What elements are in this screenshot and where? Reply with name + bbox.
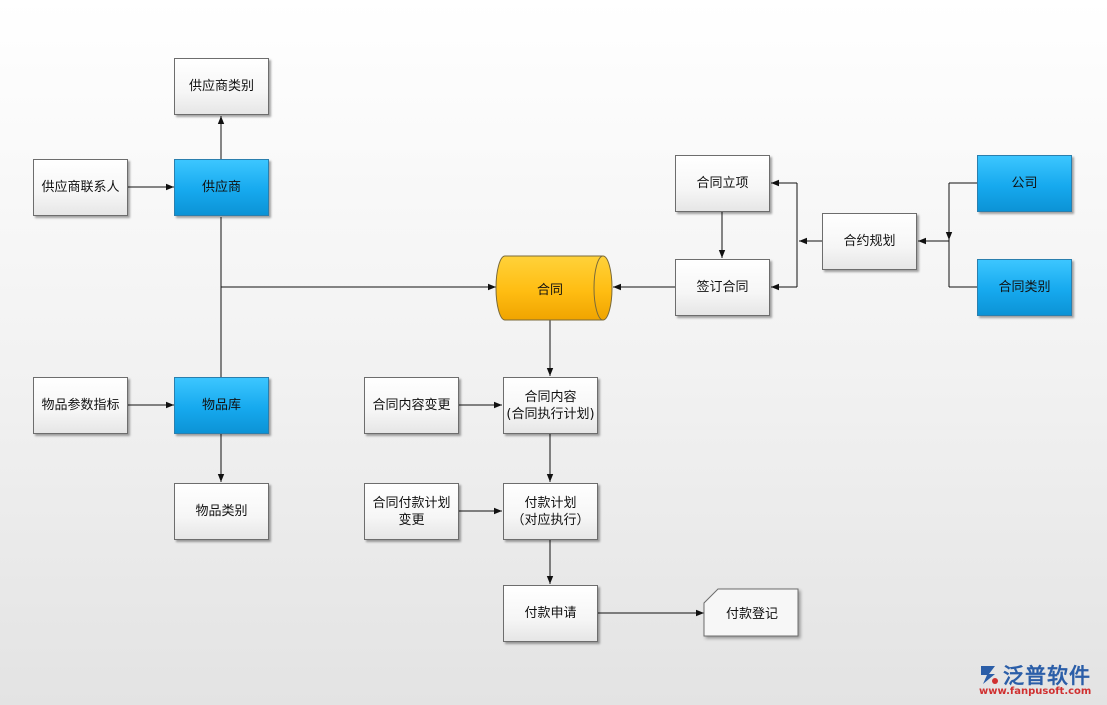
node-supplier[interactable]: 供应商 [174, 159, 269, 216]
logo-brand-text: 泛普软件 [1003, 664, 1091, 688]
node-item-param[interactable]: 物品参数指标 [33, 377, 128, 434]
node-supplier-contact[interactable]: 供应商联系人 [33, 159, 128, 216]
logo-url-text: www.fanpusoft.com [979, 686, 1092, 697]
payment-register-shape [703, 588, 799, 637]
node-payment-plan-change[interactable]: 合同付款计划 变更 [364, 483, 459, 540]
node-item-library[interactable]: 物品库 [174, 377, 269, 434]
node-contract-setup[interactable]: 合同立项 [675, 155, 770, 212]
node-contract[interactable]: 合同 [536, 282, 563, 298]
node-contract-content-change[interactable]: 合同内容变更 [364, 377, 459, 434]
contract-cylinder-shape [495, 255, 613, 321]
node-payment-plan[interactable]: 付款计划 （对应执行） [503, 483, 598, 540]
node-supplier-category[interactable]: 供应商类别 [174, 58, 269, 115]
node-contract-category[interactable]: 合同类别 [977, 259, 1072, 316]
node-item-category[interactable]: 物品类别 [174, 483, 269, 540]
fanpu-logo-mark-icon [981, 666, 998, 684]
node-payment-register[interactable]: 付款登记 [725, 607, 778, 622]
fanpu-logo: 泛普软件 www.fanpusoft.com [975, 660, 1103, 700]
node-contract-planning[interactable]: 合约规划 [822, 213, 917, 270]
node-contract-content[interactable]: 合同内容 (合同执行计划) [503, 377, 598, 434]
node-sign-contract[interactable]: 签订合同 [675, 259, 770, 316]
node-company[interactable]: 公司 [977, 155, 1072, 212]
node-payment-request[interactable]: 付款申请 [503, 585, 598, 642]
